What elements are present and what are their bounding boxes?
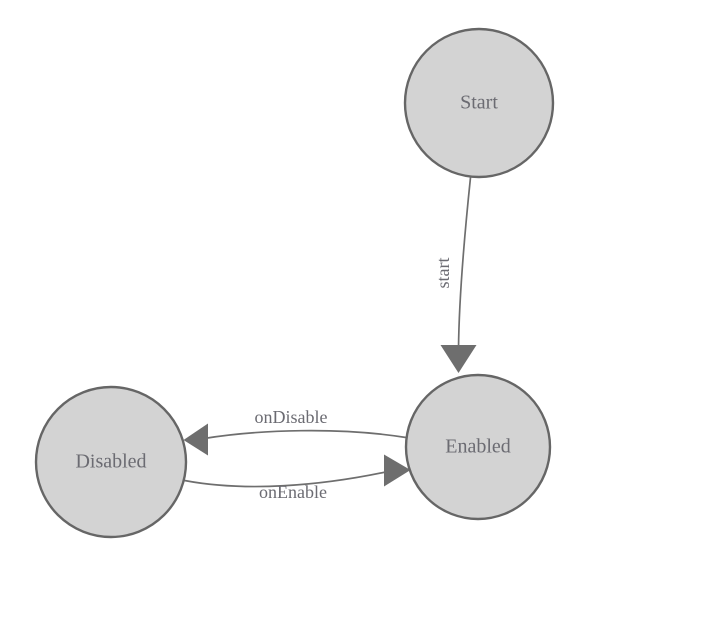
edge-enabled-disabled[interactable]: onDisable	[183, 407, 407, 456]
edge-enabled-disabled-arrowhead-icon	[183, 423, 208, 456]
state-node-start-circle	[403, 27, 555, 179]
edges-layer: start onDisable onEnable	[183, 177, 477, 503]
state-node-disabled[interactable]: Disabled	[34, 385, 188, 539]
edge-start-enabled-arrowhead-icon	[440, 345, 477, 373]
edge-label-start: start	[433, 258, 453, 289]
edge-label-onenable: onEnable	[259, 482, 327, 502]
edge-disabled-enabled-path	[184, 470, 389, 488]
state-node-start-label: Start	[460, 92, 498, 114]
edge-start-enabled-path	[457, 177, 472, 350]
edge-disabled-enabled-arrowhead-icon	[384, 454, 411, 487]
state-node-enabled[interactable]: Enabled	[404, 373, 552, 521]
edge-enabled-disabled-path	[203, 429, 407, 440]
state-node-start[interactable]: Start	[403, 27, 555, 179]
state-node-disabled-circle	[34, 385, 188, 539]
state-node-disabled-label: Disabled	[75, 451, 146, 473]
edge-start-enabled[interactable]: start	[433, 177, 477, 374]
edge-label-ondisable: onDisable	[255, 407, 328, 427]
edge-disabled-enabled[interactable]: onEnable	[184, 454, 411, 503]
state-node-enabled-circle	[404, 373, 552, 521]
state-node-enabled-label: Enabled	[445, 436, 511, 458]
nodes-layer: Start Enabled Disabled	[34, 27, 555, 539]
